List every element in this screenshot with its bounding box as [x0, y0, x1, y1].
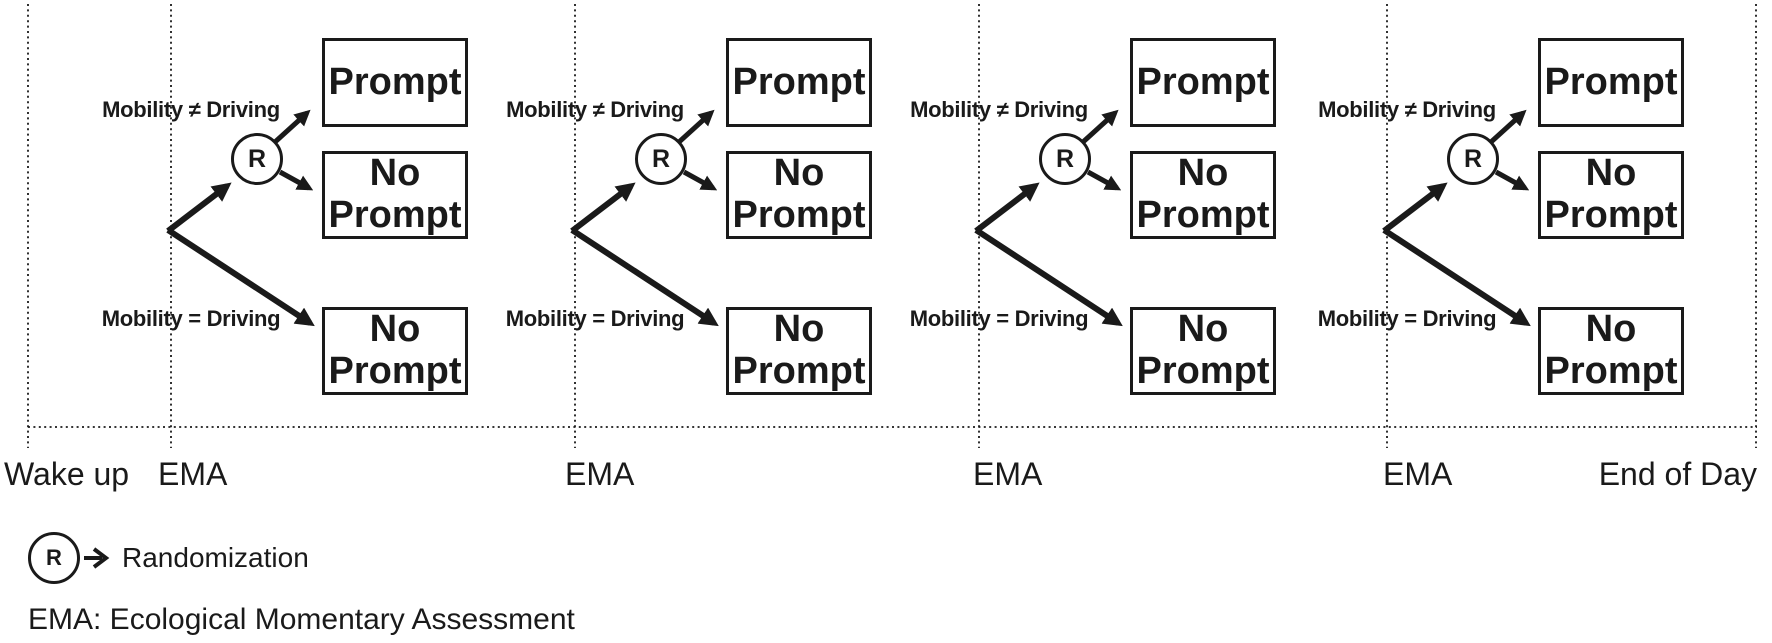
mobility-equals-driving-label: Mobility = Driving: [505, 306, 685, 331]
branch-arrows-unit-4: [1382, 109, 1531, 327]
arrow-to-randomizer: [570, 182, 636, 234]
ema-label-4: EMA: [1383, 456, 1453, 492]
randomization-node: R: [1447, 133, 1499, 185]
branch-arrows-unit-2: [570, 109, 719, 327]
prompt-box: Prompt: [1130, 38, 1276, 127]
ema-label-1: EMA: [158, 456, 228, 492]
arrow-randomizer-no-prompt: [682, 169, 718, 191]
no-prompt-box: No Prompt: [1130, 151, 1276, 239]
randomization-node: R: [635, 133, 687, 185]
no-prompt-driving-box: No Prompt: [322, 307, 468, 395]
no-prompt-driving-box: No Prompt: [1130, 307, 1276, 395]
arrow-to-randomizer: [166, 182, 232, 234]
mobility-not-driving-label: Mobility ≠ Driving: [910, 97, 1088, 122]
randomization-node: R: [231, 133, 283, 185]
arrow-randomizer-prompt: [273, 109, 311, 144]
arrow-randomizer-prompt: [677, 109, 715, 144]
randomization-node: R: [1039, 133, 1091, 185]
prompt-box: Prompt: [1538, 38, 1684, 127]
mobility-not-driving-label: Mobility ≠ Driving: [1318, 97, 1496, 122]
mobility-equals-driving-label: Mobility = Driving: [909, 306, 1089, 331]
wake-up-label: Wake up: [4, 456, 130, 492]
ema-definition: EMA: Ecological Momentary Assessment: [28, 603, 575, 636]
arrow-driving-no-prompt: [1382, 227, 1531, 327]
arrow-randomizer-no-prompt: [1494, 169, 1530, 191]
ema-label-2: EMA: [565, 456, 635, 492]
timeline-gridlines: [27, 4, 1757, 448]
arrow-randomizer-no-prompt: [278, 169, 314, 191]
arrow-to-randomizer: [974, 182, 1040, 234]
legend-randomization-node: R: [28, 532, 80, 584]
branch-arrows-unit-1: [166, 109, 315, 327]
mobility-not-driving-label: Mobility ≠ Driving: [102, 97, 280, 122]
prompt-box: Prompt: [726, 38, 872, 127]
branch-arrows-unit-3: [974, 109, 1123, 327]
mobility-not-driving-label: Mobility ≠ Driving: [506, 97, 684, 122]
mobility-equals-driving-label: Mobility = Driving: [1317, 306, 1497, 331]
no-prompt-box: No Prompt: [322, 151, 468, 239]
end-of-day-label: End of Day: [1598, 456, 1757, 492]
no-prompt-driving-box: No Prompt: [726, 307, 872, 395]
ema-label-3: EMA: [973, 456, 1043, 492]
legend-arrow-icon: [84, 547, 110, 569]
no-prompt-box: No Prompt: [726, 151, 872, 239]
randomization-label: Randomization: [122, 542, 309, 573]
no-prompt-box: No Prompt: [1538, 151, 1684, 239]
mobility-equals-driving-label: Mobility = Driving: [101, 306, 281, 331]
arrow-driving-no-prompt: [166, 227, 315, 327]
prompt-box: Prompt: [322, 38, 468, 127]
arrow-driving-no-prompt: [570, 227, 719, 327]
arrow-to-randomizer: [1382, 182, 1448, 234]
arrow-randomizer-prompt: [1489, 109, 1527, 144]
arrow-randomizer-prompt: [1081, 109, 1119, 144]
arrow-driving-no-prompt: [974, 227, 1123, 327]
no-prompt-driving-box: No Prompt: [1538, 307, 1684, 395]
arrow-randomizer-no-prompt: [1086, 169, 1122, 191]
